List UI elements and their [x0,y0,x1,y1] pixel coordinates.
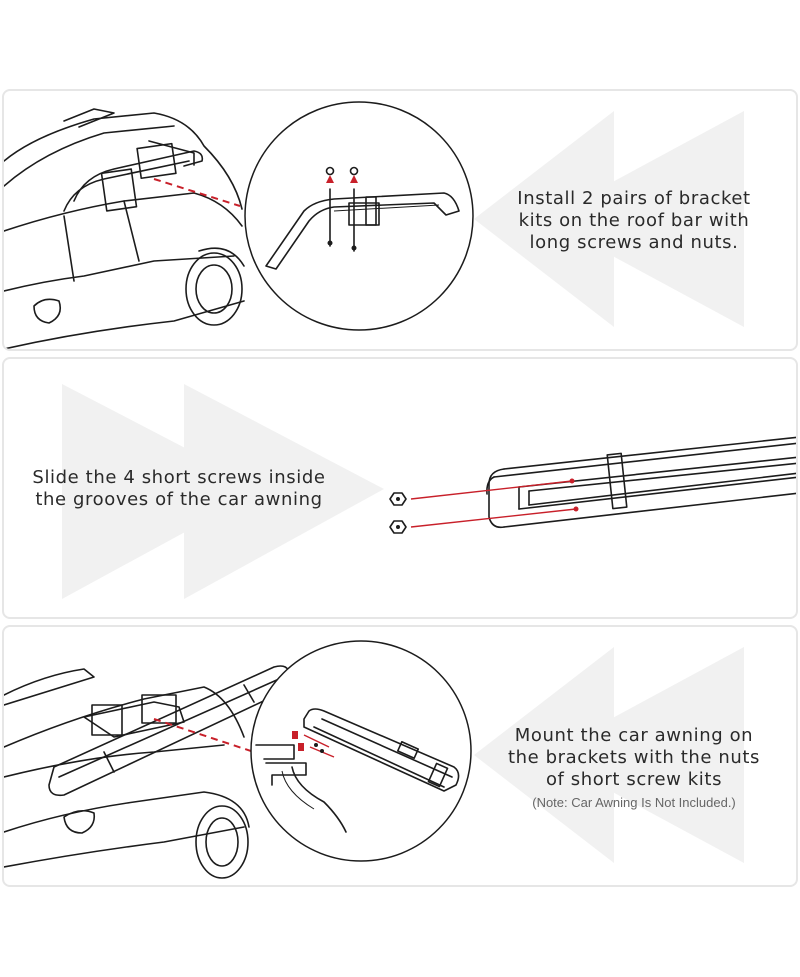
step-3-illustration [4,640,744,879]
awning-mount-detail-zoom [250,640,472,862]
fast-forward-watermark-icon [474,647,744,863]
step-3-instruction: Mount the car awning on the brackets wit… [507,725,761,790]
car-with-awning-drawing [4,665,290,879]
step-2-instruction: Slide the 4 short screws inside the groo… [32,467,326,510]
car-roof-drawing [4,108,245,349]
step-1-instruction: Install 2 pairs of bracket kits on the r… [517,188,751,253]
step-3-note: (Note: Car Awning Is Not Included.) [532,795,736,810]
step-1-panel: Install 2 pairs of bracket kits on the r… [2,89,798,351]
step-1-illustration [4,101,744,349]
fast-forward-watermark-icon [474,111,744,327]
bracket-detail-zoom [244,101,474,331]
step-3-panel: Mount the car awning on the brackets wit… [2,625,798,887]
fast-forward-watermark-icon [62,384,384,599]
step-2-illustration [62,384,796,599]
step-2-panel: Slide the 4 short screws inside the groo… [2,357,798,619]
car-awning-bar-drawing [410,436,796,529]
short-screw-nuts [389,492,407,534]
